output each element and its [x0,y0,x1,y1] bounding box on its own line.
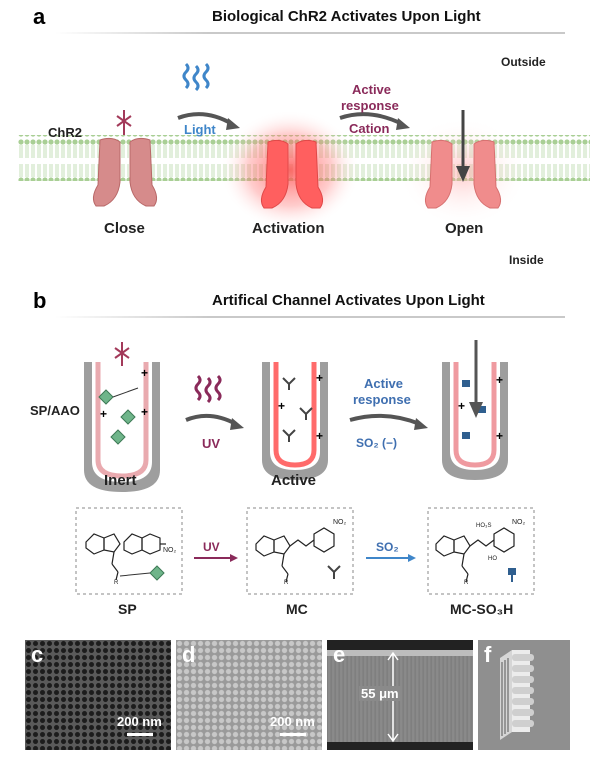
sp-r-label: R [114,580,119,586]
sp-label: SP [118,601,137,617]
panel-a-diagram [18,62,590,230]
sp-aao-label: SP/AAO [30,403,80,418]
nanochannel-open: + + + [442,362,508,480]
active-label: Active [271,472,317,489]
channel-open [424,139,502,209]
cation-flow-arrow [456,110,470,182]
uv-arrow [185,413,237,426]
blocked-icon [116,110,132,135]
mc-so3h-r-label: R [464,580,469,586]
panel-b-title-rule [55,316,565,318]
channel-activation [260,139,324,209]
sp-no2-label: NO₂ [163,547,177,554]
panel-c-scale-bar [127,733,153,736]
panel-c-sem-image: c 200 nm [25,640,171,750]
outside-label: Outside [501,55,546,69]
panel-a-title: Biological ChR2 Activates Upon Light [212,8,481,25]
active-response-label-1: Active [352,82,392,97]
so2-label: SO₂ (−) [356,436,398,450]
panel-d-letter: d [182,642,196,667]
ion-flow-arrow [469,340,483,418]
activation-label: Activation [252,220,325,237]
cation-arrow [339,112,403,126]
uv-waves-icon [194,374,222,404]
panel-e-letter: e [333,642,346,667]
panel-f-membrane-block [500,650,534,740]
mc-no2-label: NO₂ [333,519,347,526]
svg-text:+: + [316,371,323,385]
chr2-label: ChR2 [48,125,82,140]
light-label: Light [184,122,216,137]
svg-text:+: + [458,399,465,413]
panel-c-letter: c [31,642,44,667]
svg-text:+: + [496,429,503,443]
channel-close [92,137,158,207]
panel-c-scale-label: 200 nm [117,714,162,729]
sp-diamond [120,409,136,425]
mc-so3h-label: MC-SO₃H [450,601,514,617]
sp-diamond [149,565,165,581]
svg-text:+: + [496,373,503,387]
svg-text:+: + [316,429,323,443]
nanochannel-active: + + + [262,362,328,480]
mc-molecule-structure [255,527,335,583]
cation-label: Cation [349,121,390,136]
uv-label: UV [202,436,221,451]
sp-diamond [98,389,114,405]
mc-so3h-hso3-label: HO₃S [476,523,492,529]
uv-small-label: UV [203,540,220,554]
light-waves-icon [182,62,210,92]
inert-label: Inert [104,472,137,489]
sp-molecule-structure [85,533,166,581]
close-label: Close [104,220,145,237]
inside-label: Inside [509,253,544,267]
panel-a-letter: a [33,4,46,29]
activation-glow [220,110,360,230]
blocked-icon [114,342,130,366]
panel-e-sem-cross-section: e 55 μm [327,640,473,750]
panel-b-letter: b [33,288,47,313]
so2-arrow [349,413,421,426]
panel-f-3d-render: f [478,640,570,750]
svg-text:+: + [141,366,148,380]
mc-so3h-molecule-structure [435,527,515,583]
panel-d-scale-label: 200 nm [270,714,315,729]
active-response-label-2: response [341,98,399,113]
svg-text:+: + [278,399,285,413]
mc-so3h-group [508,568,516,575]
mc-y-group [327,565,341,579]
active-response-label-b2: response [353,392,411,407]
panel-a-title-rule [55,32,565,34]
panel-b-title: Artifical Channel Activates Upon Light [212,292,485,309]
mc-r-label: R [284,580,289,586]
panel-f-letter: f [484,642,492,667]
mc-so3h-no2-label: NO₂ [512,519,526,526]
svg-text:+: + [141,405,148,419]
mc-so3h-ho-label: HO [488,556,497,562]
svg-text:+: + [100,407,107,421]
panel-d-sem-image: d 200 nm [176,640,322,750]
sp-diamond [110,429,126,445]
so2-small-label: SO₂ [376,540,399,554]
nanochannel-inert: + + + [84,362,160,492]
panel-b-diagram: + + + + + + + + + [75,340,535,595]
panel-e-scale-label: 55 μm [359,686,401,701]
open-label: Open [445,220,484,237]
active-response-label-b1: Active [364,376,404,391]
mc-label: MC [286,601,308,617]
panel-d-scale-bar [280,733,306,736]
